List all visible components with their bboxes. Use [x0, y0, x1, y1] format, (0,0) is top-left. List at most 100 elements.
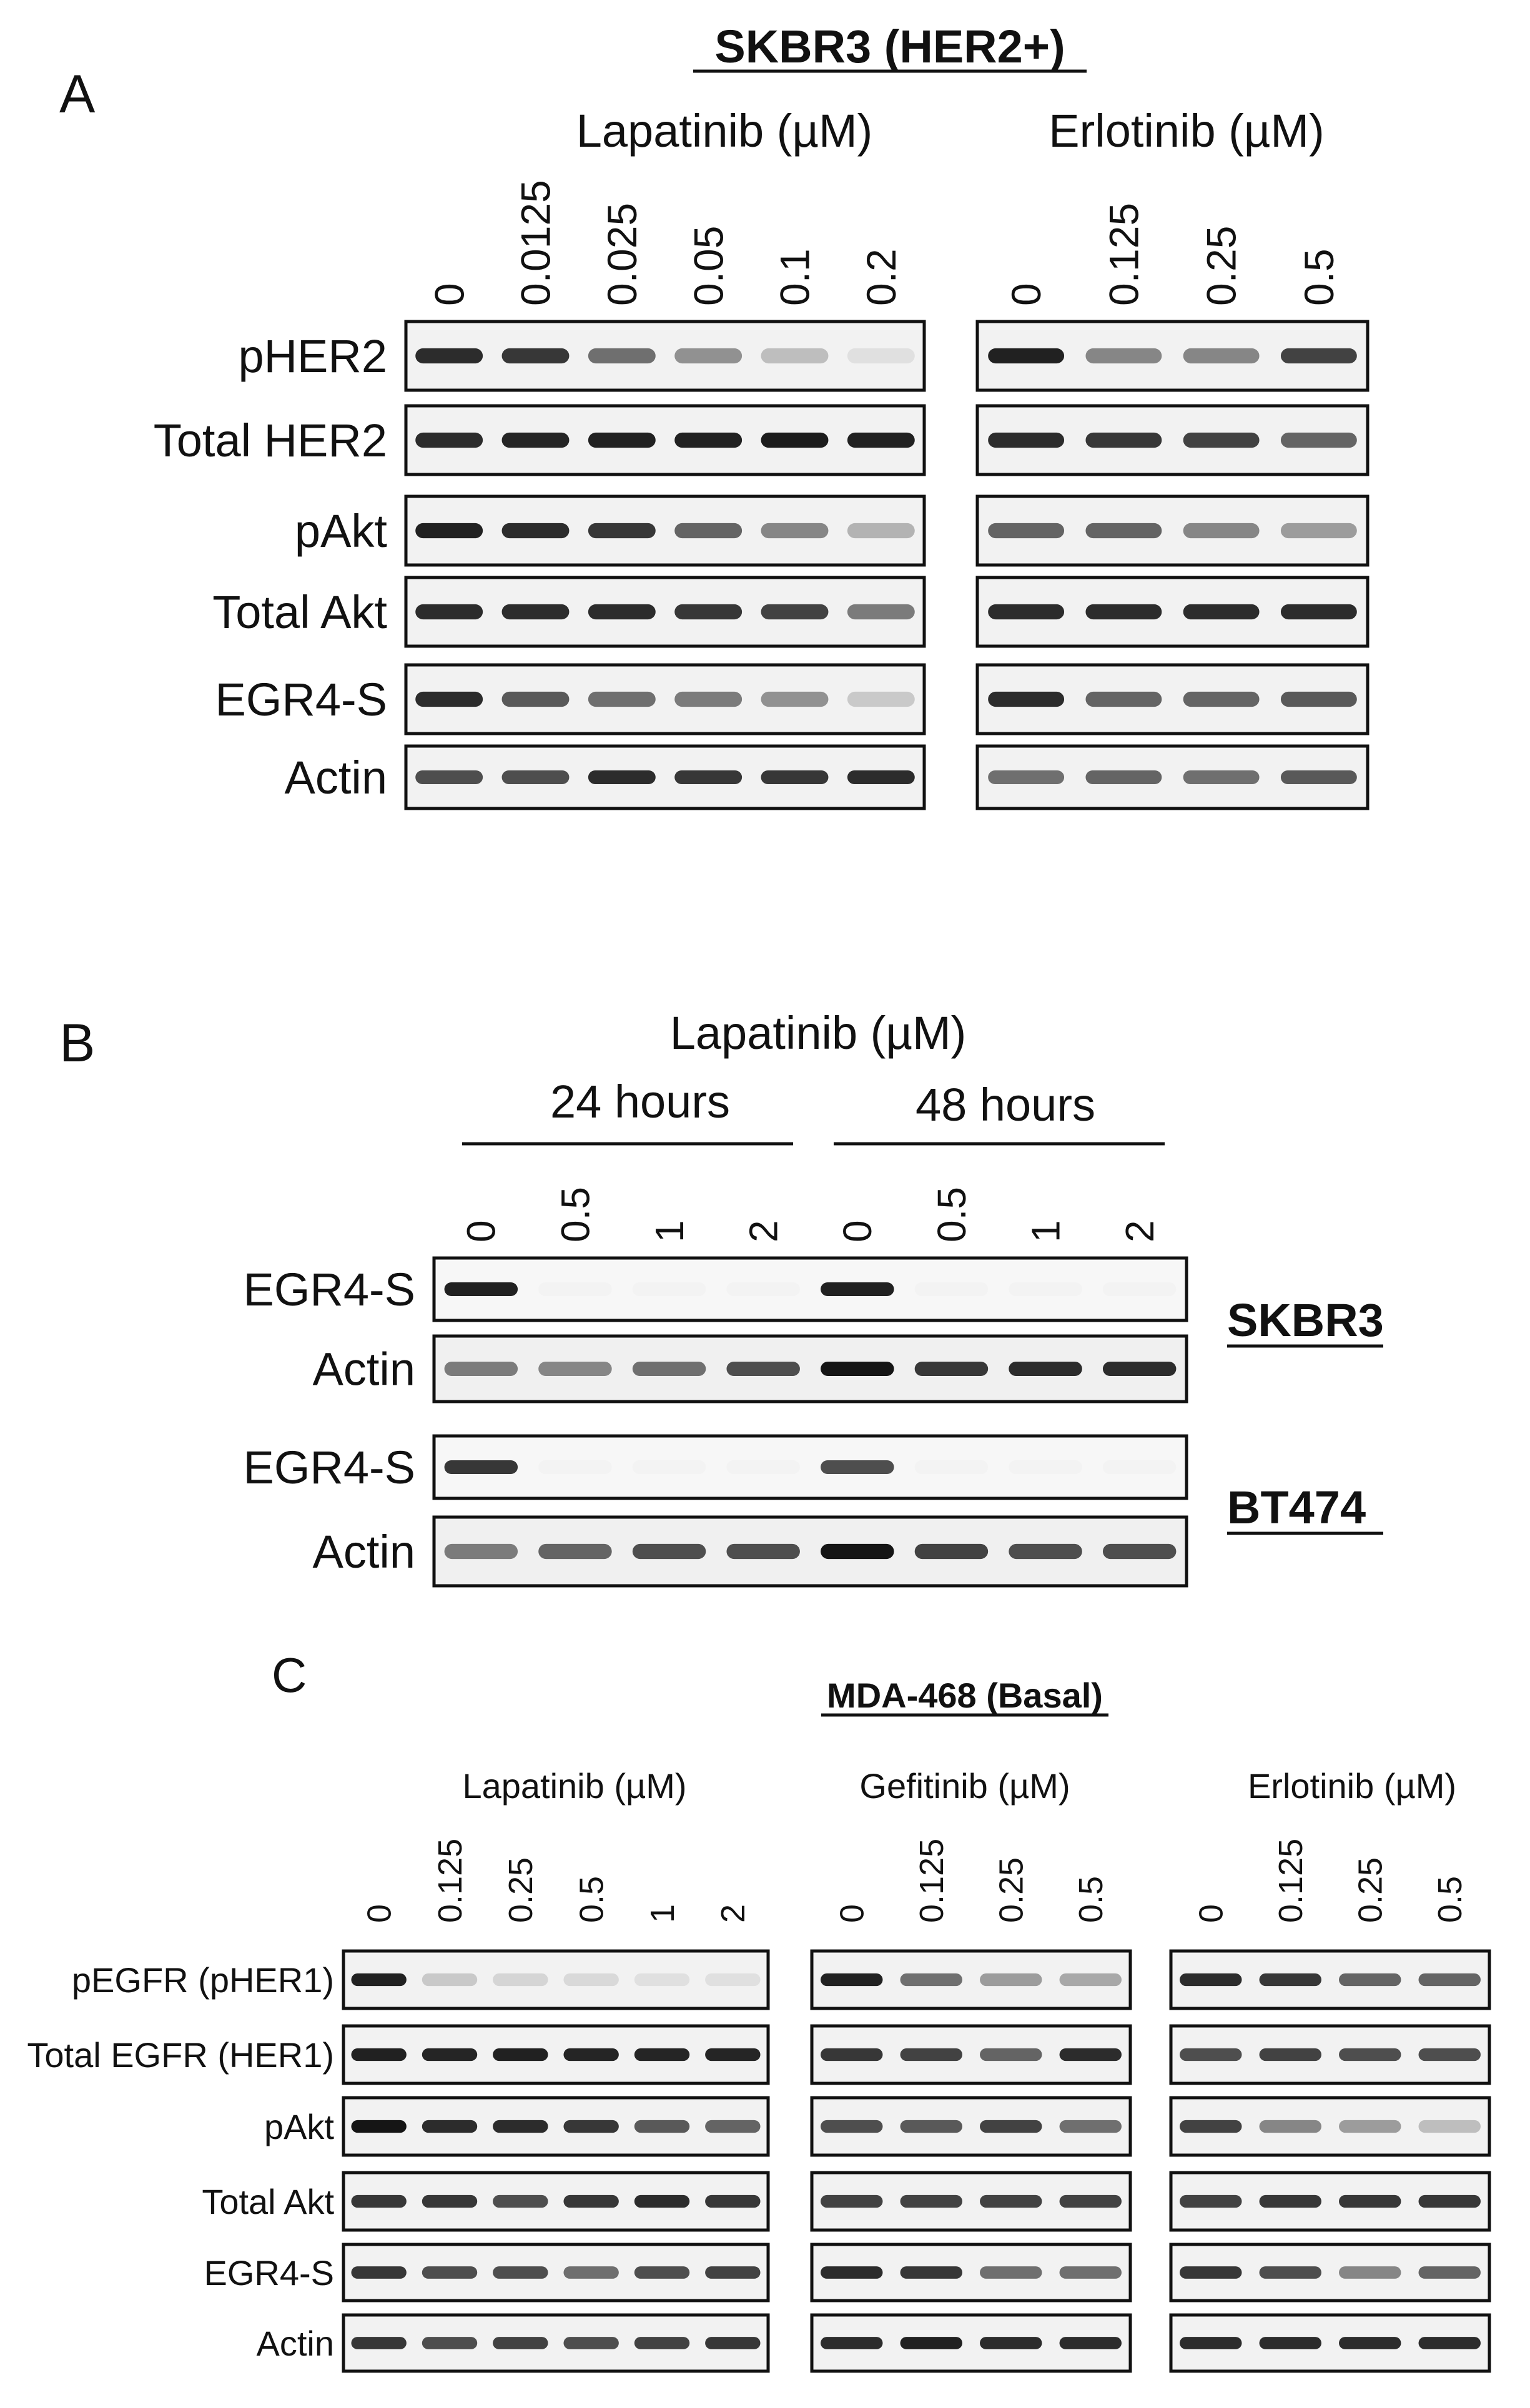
protein-label: EGR4-S [204, 2253, 335, 2293]
dose-label: 1 [647, 1220, 692, 1242]
protein-label: pAkt [264, 2107, 334, 2146]
blot-band [422, 2194, 478, 2208]
protein-label: Actin [312, 1526, 415, 1578]
blot-band [988, 348, 1065, 364]
blot-band [705, 2194, 761, 2208]
blot-band [847, 432, 915, 448]
blot-band [1102, 1282, 1177, 1296]
dose-label: 0.025 [599, 203, 645, 306]
blot-band [980, 2337, 1042, 2349]
blot-band [1339, 2337, 1401, 2349]
drug-label: Lapatinib (µM) [462, 1766, 686, 1806]
blot-band [914, 1543, 989, 1560]
blot-band [980, 2048, 1042, 2062]
protein-label: EGR4-S [215, 674, 387, 725]
blot-band [914, 1282, 989, 1296]
dose-label: 0 [835, 1220, 880, 1242]
blot-band [415, 770, 483, 784]
blot-band [1085, 348, 1162, 364]
blot-strip [975, 744, 1370, 810]
blot-strip [404, 320, 926, 392]
blot-band [1339, 2194, 1401, 2208]
blot-frame [432, 1256, 1188, 1322]
blot-strip [432, 1434, 1188, 1500]
blot-band [501, 523, 570, 539]
blot-band [900, 2337, 962, 2349]
blot-band [1059, 2266, 1122, 2279]
cell-line-label: BT474 [1227, 1482, 1366, 1533]
blot-band [1102, 1543, 1177, 1560]
blot-band [1259, 2337, 1321, 2349]
blot-band [1183, 432, 1260, 448]
panel-letter-b: B [59, 1013, 95, 1073]
dose-label: 2 [714, 1904, 752, 1923]
blot-band [632, 1361, 706, 1377]
blot-band [705, 2266, 761, 2279]
blot-band [415, 691, 483, 707]
blot-band [1102, 1460, 1177, 1474]
blot-band [1085, 604, 1162, 620]
blot-band [415, 432, 483, 448]
blot-band [493, 2120, 548, 2133]
blot-band [914, 1460, 989, 1474]
blot-band [588, 770, 656, 784]
blot-strip [810, 2096, 1132, 2157]
blot-band [351, 2194, 407, 2208]
blot-strip [1169, 2171, 1491, 2232]
blot-strip [404, 404, 926, 476]
protein-label: pEGFR (pHER1) [72, 1960, 334, 2000]
blot-band [632, 1282, 706, 1296]
blot-band [1085, 770, 1162, 784]
blot-band [501, 348, 570, 364]
blot-band [588, 604, 656, 620]
blot-strip [810, 2313, 1132, 2373]
dose-label: 0.25 [1352, 1857, 1389, 1923]
blot-band [563, 2048, 619, 2062]
blot-band [501, 691, 570, 707]
blot-frame [404, 494, 926, 567]
blot-band [705, 2337, 761, 2349]
blot-strip [342, 1949, 770, 2010]
drug-label: Lapatinib (µM) [576, 105, 873, 157]
timepoint-label: 24 hours [550, 1076, 730, 1128]
blot-band [1183, 770, 1260, 784]
dose-label: 0.0125 [513, 180, 559, 306]
blot-band [422, 2266, 478, 2279]
blot-band [538, 1460, 612, 1474]
blot-band [1418, 1973, 1481, 1987]
dose-label: 0.125 [1100, 203, 1147, 306]
panel-letter-c: C [272, 1648, 307, 1703]
blot-strip [432, 1256, 1188, 1322]
dose-label: 0 [361, 1904, 398, 1923]
blot-band [980, 1973, 1042, 1987]
blot-band [1059, 2120, 1122, 2133]
blot-band [726, 1460, 800, 1474]
blot-band [1102, 1361, 1177, 1377]
blot-band [1418, 2194, 1481, 2208]
blot-band [914, 1361, 989, 1377]
blot-band [538, 1282, 612, 1296]
blot-strip [810, 2243, 1132, 2302]
blot-band [588, 432, 656, 448]
dose-label: 0.05 [685, 226, 731, 306]
blot-band [1280, 348, 1357, 364]
blot-band [1085, 691, 1162, 707]
blot-band [1180, 2048, 1242, 2062]
blot-band [674, 523, 743, 539]
blot-band [1339, 2266, 1401, 2279]
blot-strip [1169, 2024, 1491, 2085]
blot-band [1085, 432, 1162, 448]
blot-frame [342, 2313, 770, 2373]
protein-label: Total Akt [212, 586, 387, 638]
blot-band [351, 2048, 407, 2062]
blot-band [493, 2048, 548, 2062]
dose-label: 0.5 [929, 1187, 974, 1242]
protein-label: Actin [257, 2324, 335, 2363]
blot-band [674, 604, 743, 620]
blot-band [415, 604, 483, 620]
blot-band [988, 432, 1065, 448]
blot-band [632, 1460, 706, 1474]
blot-strip [342, 2024, 770, 2085]
blot-band [761, 604, 829, 620]
dose-label: 0.5 [553, 1187, 598, 1242]
